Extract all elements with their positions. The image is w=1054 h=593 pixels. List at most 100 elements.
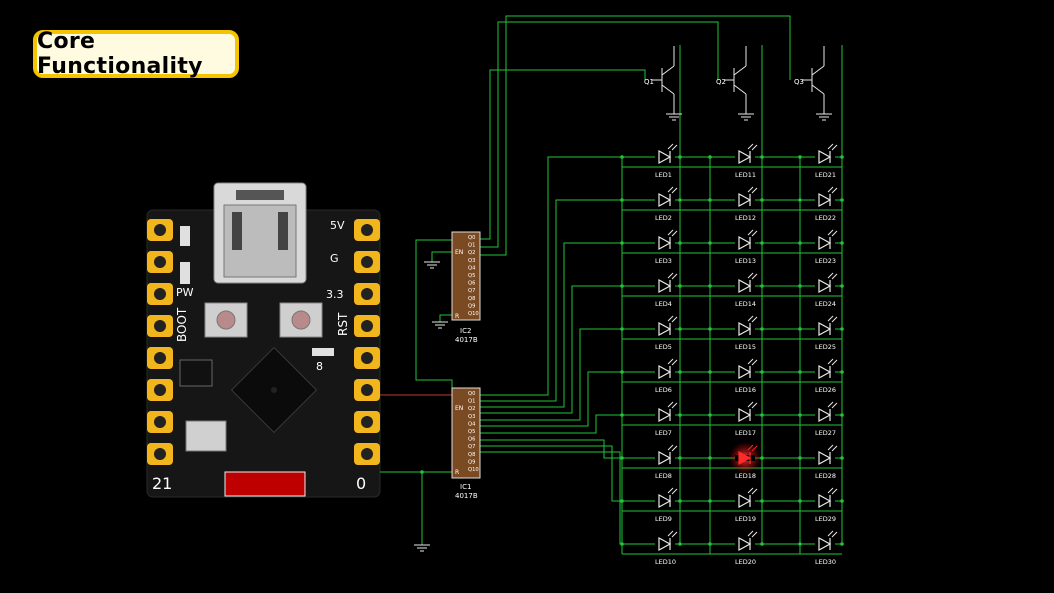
led-led3: LED3 bbox=[655, 229, 678, 265]
led-label: LED8 bbox=[655, 472, 672, 480]
junction bbox=[678, 155, 682, 159]
led-label: LED11 bbox=[735, 171, 756, 179]
ic1-pin-r: R bbox=[455, 469, 459, 476]
led-label: LED29 bbox=[815, 515, 836, 523]
junction bbox=[760, 241, 764, 245]
led-led15: LED15 bbox=[735, 315, 758, 351]
usb-connector bbox=[213, 182, 307, 284]
led-label: LED24 bbox=[815, 300, 836, 308]
junction bbox=[760, 155, 764, 159]
wire bbox=[480, 242, 622, 408]
led-label: LED19 bbox=[735, 515, 756, 523]
led-led7: LED7 bbox=[655, 401, 678, 437]
ic1-pin-q9: Q9 bbox=[468, 459, 475, 465]
ic1-pin-q2: Q2 bbox=[468, 406, 475, 412]
label-5v: 5V bbox=[330, 219, 345, 232]
led-matrix: LED1LED2LED3LED4LED5LED6LED7LED8LED9LED1… bbox=[655, 143, 838, 566]
ic2-pin-q1: Q1 bbox=[468, 243, 475, 249]
transistor-label: Q3 bbox=[794, 78, 804, 86]
led-led23: LED23 bbox=[815, 229, 838, 265]
led-led8: LED8 bbox=[655, 444, 678, 480]
junction bbox=[840, 327, 844, 331]
ic2-pin-q0: Q0 bbox=[468, 235, 475, 241]
wires bbox=[380, 15, 844, 555]
mcu-chip bbox=[230, 346, 318, 434]
wire bbox=[480, 414, 622, 434]
ic2-part: 4017B bbox=[455, 336, 478, 344]
led-label: LED15 bbox=[735, 343, 756, 351]
ic1-pin-q0: Q0 bbox=[468, 391, 475, 397]
page-title: Core Functionality bbox=[37, 29, 203, 79]
wire bbox=[480, 199, 622, 402]
led-label: LED28 bbox=[815, 472, 836, 480]
led-led4: LED4 bbox=[655, 272, 678, 308]
dev-board: 5V G 3.3 PW BOOT RST 8 21 0 bbox=[146, 182, 381, 498]
led-label: LED17 bbox=[735, 429, 756, 437]
battery-connector bbox=[224, 471, 306, 497]
label-pin-0: 0 bbox=[356, 474, 366, 493]
junction bbox=[840, 499, 844, 503]
transistor-q1: Q1 bbox=[644, 46, 675, 114]
led-label: LED27 bbox=[815, 429, 836, 437]
label-pin-8: 8 bbox=[316, 360, 323, 373]
led-label: LED16 bbox=[735, 386, 756, 394]
junction bbox=[760, 284, 764, 288]
wire bbox=[480, 285, 622, 414]
ic1-pin-en: EN bbox=[455, 405, 463, 412]
junction bbox=[760, 413, 764, 417]
ic2-pin-q5: Q5 bbox=[468, 273, 475, 279]
led-label: LED13 bbox=[735, 257, 756, 265]
boot-button[interactable] bbox=[204, 302, 248, 338]
wire bbox=[480, 156, 622, 396]
led-label: LED30 bbox=[815, 558, 836, 566]
led-led29: LED29 bbox=[815, 487, 838, 523]
ic1-pin-q1: Q1 bbox=[468, 399, 475, 405]
led-label: LED20 bbox=[735, 558, 756, 566]
ic1-name: IC1 bbox=[460, 483, 471, 491]
led-label: LED9 bbox=[655, 515, 672, 523]
wire bbox=[480, 21, 719, 248]
led-led12: LED12 bbox=[735, 186, 758, 222]
led-label: LED12 bbox=[735, 214, 756, 222]
voltage-regulator bbox=[179, 359, 213, 387]
label-boot: BOOT bbox=[175, 307, 189, 342]
junction bbox=[840, 413, 844, 417]
wire bbox=[480, 451, 622, 545]
junction bbox=[840, 456, 844, 460]
junction bbox=[760, 542, 764, 546]
wire bbox=[480, 15, 791, 256]
led-label: LED3 bbox=[655, 257, 672, 265]
label-3v3: 3.3 bbox=[326, 288, 344, 301]
junction bbox=[678, 327, 682, 331]
wire bbox=[480, 328, 622, 421]
label-pw: PW bbox=[176, 286, 194, 299]
ground-symbols bbox=[414, 113, 832, 552]
ic2-pin-en: EN bbox=[455, 249, 463, 256]
led-label: LED4 bbox=[655, 300, 672, 308]
left-pin-header bbox=[147, 219, 173, 465]
junction bbox=[760, 198, 764, 202]
led-led30: LED30 bbox=[815, 530, 838, 566]
junction bbox=[678, 370, 682, 374]
ic1-part: 4017B bbox=[455, 492, 478, 500]
led-label: LED21 bbox=[815, 171, 836, 179]
ic2-pin-q8: Q8 bbox=[468, 296, 475, 302]
junction bbox=[760, 499, 764, 503]
transistor-q2: Q2 bbox=[716, 46, 747, 114]
junction bbox=[678, 456, 682, 460]
ic1-pin-q5: Q5 bbox=[468, 429, 475, 435]
title-badge: Core Functionality bbox=[33, 29, 239, 79]
smd-cap bbox=[180, 226, 190, 246]
reset-button[interactable] bbox=[279, 302, 323, 338]
wire bbox=[480, 69, 646, 240]
junction bbox=[678, 542, 682, 546]
junction bbox=[678, 198, 682, 202]
junction bbox=[760, 327, 764, 331]
led-label: LED25 bbox=[815, 343, 836, 351]
led-led6: LED6 bbox=[655, 358, 678, 394]
wire bbox=[480, 445, 622, 502]
led-led16: LED16 bbox=[735, 358, 758, 394]
led-label: LED2 bbox=[655, 214, 672, 222]
